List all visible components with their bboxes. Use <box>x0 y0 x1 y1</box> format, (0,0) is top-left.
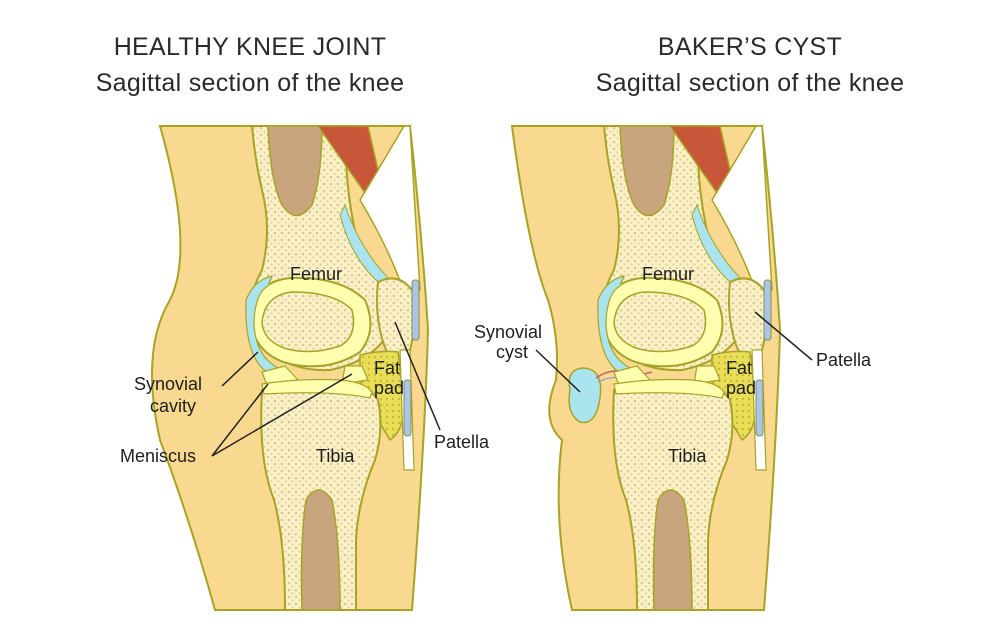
femur-label: Femur <box>642 264 695 284</box>
healthy-knee-illustration <box>151 125 441 611</box>
tibia-label: Tibia <box>668 446 707 466</box>
healthy-knee-subtitle: Sagittal section of the knee <box>95 69 405 97</box>
femur-marrow <box>619 125 675 217</box>
synovial-cyst-label-line2: cyst <box>496 342 529 362</box>
tibia-plateau <box>261 378 373 399</box>
meniscus-label: Meniscus <box>120 446 197 466</box>
patella-label: Patella <box>434 432 490 452</box>
fat-pad-label-line2: pad <box>374 378 405 398</box>
bakers-cyst-panel: BAKER’S CYST Sagittal section of the kne… <box>474 0 1000 630</box>
quadriceps-tendon <box>711 125 773 296</box>
quadriceps-tendon <box>359 125 421 296</box>
tibia-label: Tibia <box>316 446 355 466</box>
patella-label: Patella <box>816 350 872 370</box>
synovial-cavity-label-line1: Synovial <box>134 374 203 394</box>
tibia-marrow <box>652 489 693 611</box>
fat-pad-label-line1: Fat <box>374 358 401 378</box>
tibia-marrow <box>300 489 341 611</box>
healthy-knee-title: HEALTHY KNEE JOINT <box>113 33 387 61</box>
bakers-cyst-subtitle: Sagittal section of the knee <box>595 69 905 97</box>
fat-pad-label-line1: Fat <box>726 358 753 378</box>
femoral-condyle-inner <box>261 291 355 353</box>
tibia-plateau <box>613 378 725 399</box>
healthy-knee-panel: HEALTHY KNEE JOINT Sagittal section of t… <box>95 33 490 611</box>
femoral-condyle-inner <box>613 291 707 353</box>
synovial-cavity <box>245 275 280 375</box>
bakers-cyst-illustration <box>510 125 813 611</box>
femur-label: Femur <box>290 264 343 284</box>
synovial-cavity-label-line2: cavity <box>150 396 197 416</box>
femur-marrow <box>267 125 323 217</box>
fat-pad-label-line2: pad <box>726 378 757 398</box>
synovial-cyst-label-line1: Synovial <box>474 322 543 342</box>
synovial-cyst <box>568 367 602 424</box>
synovial-cavity <box>597 275 632 375</box>
meniscus-anterior <box>341 365 369 385</box>
meniscus-anterior <box>693 365 721 385</box>
bakers-cyst-title: BAKER’S CYST <box>657 33 843 61</box>
